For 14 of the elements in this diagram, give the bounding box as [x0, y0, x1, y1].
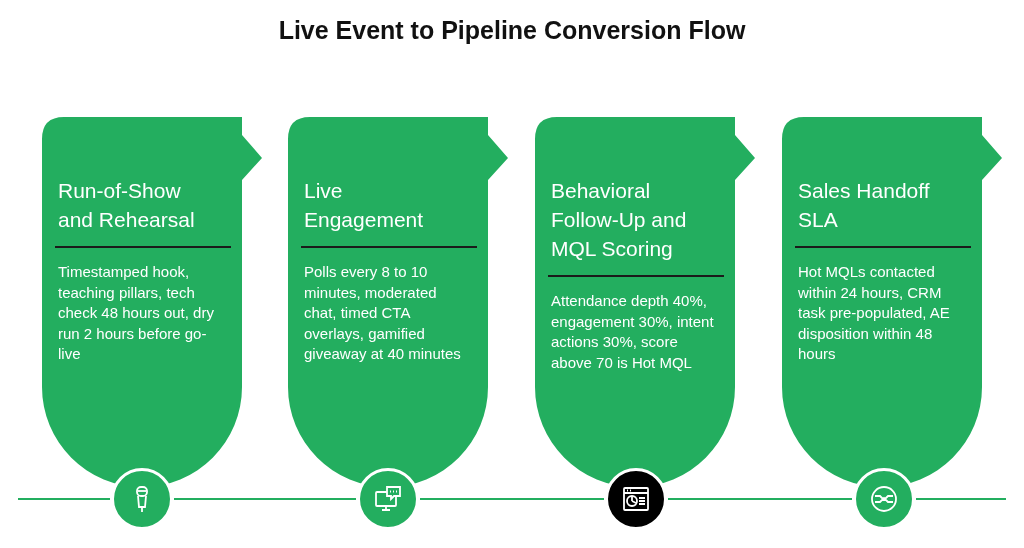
diagram-title: Live Event to Pipeline Conversion Flow: [277, 16, 747, 45]
timeline-line: [915, 498, 1007, 500]
timeline-line: [667, 498, 853, 500]
timeline-line: [17, 498, 111, 500]
step-heading: Behavioral Follow-Up and MQL Scoring: [551, 178, 688, 262]
step-description: Polls every 8 to 10 minutes, moderated chat, timed CTA overlays, gamified giveaway at 40 minutes: [304, 262, 462, 364]
step-heading: Run-of-Show and Rehearsal: [58, 178, 196, 233]
timeline-line: [173, 498, 357, 500]
step-description: Hot MQLs contacted within 24 hours, CRM task pre-populated, AE disposition within 48 hours: [798, 262, 951, 364]
step-description: Attendance depth 40%, engagement 30%, intent actions 30%, score above 70 is Hot MQL: [551, 291, 715, 373]
step-heading: Sales Handoff SLA: [798, 178, 931, 233]
step-heading: Live Engagement: [304, 178, 425, 233]
step-description: Timestamped hook, teaching pillars, tech check 48 hours out, dry run 2 hours before go-live: [58, 262, 215, 364]
timeline-line: [419, 498, 605, 500]
